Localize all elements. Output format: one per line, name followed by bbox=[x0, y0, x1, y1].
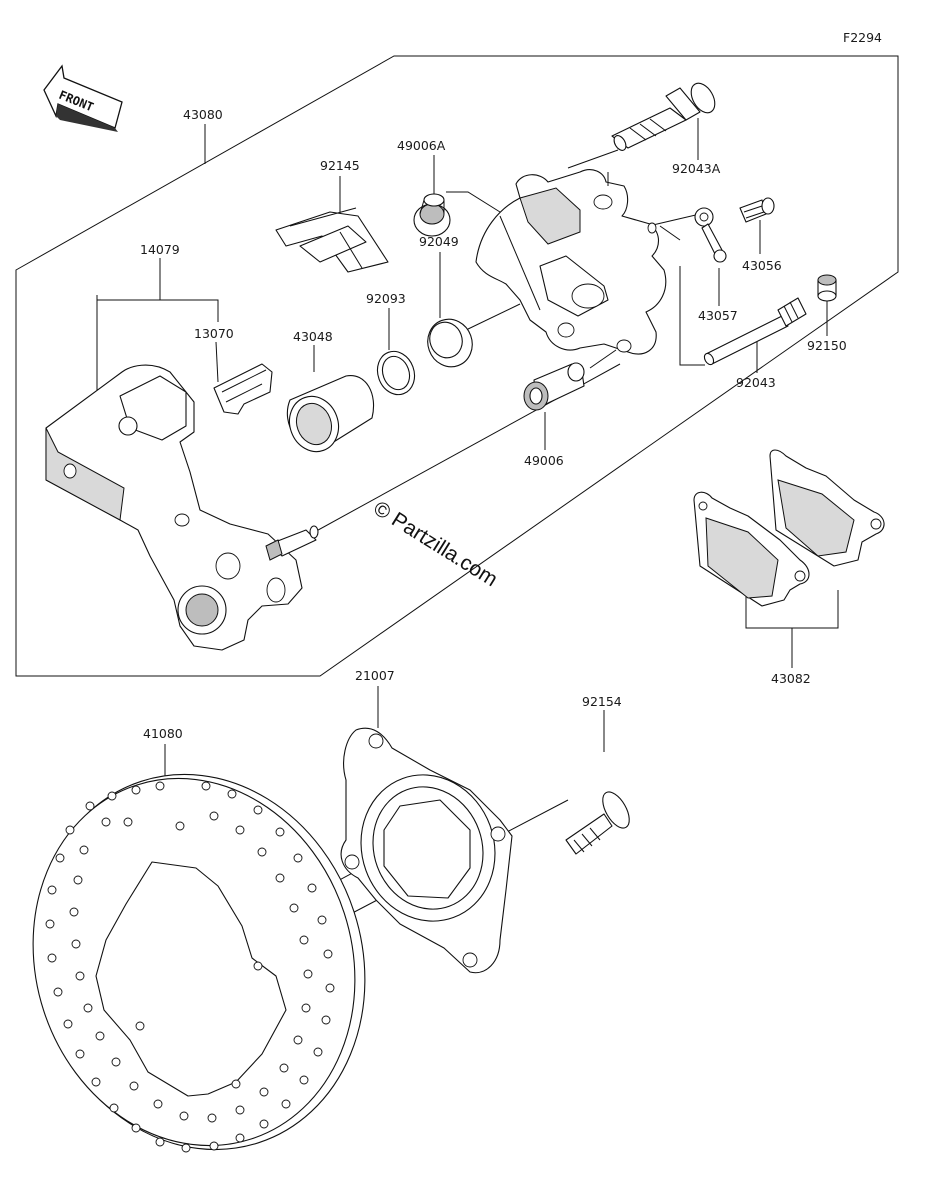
piston-43048 bbox=[286, 375, 374, 453]
part-labels: 43080 92145 49006A 92043A 14079 92049 43… bbox=[140, 107, 847, 741]
part-label-92049: 92049 bbox=[419, 234, 459, 249]
caliper-assembly-outline bbox=[15, 55, 899, 677]
part-label-41080: 41080 bbox=[143, 726, 183, 741]
part-label-92150: 92150 bbox=[807, 338, 847, 353]
caliper-bracket-14079 bbox=[45, 364, 319, 651]
figure-code: F2294 bbox=[843, 30, 882, 45]
part-label-43057: 43057 bbox=[698, 308, 738, 323]
caliper-pin-92043 bbox=[703, 297, 807, 366]
part-label-49006a: 49006A bbox=[397, 138, 446, 153]
part-label-92043: 92043 bbox=[736, 375, 776, 390]
part-label-92093: 92093 bbox=[366, 291, 406, 306]
front-arrow-icon: FRONT bbox=[43, 64, 123, 132]
part-label-92154: 92154 bbox=[582, 694, 622, 709]
disc-holes bbox=[45, 781, 335, 1153]
part-label-21007: 21007 bbox=[355, 668, 395, 683]
disc-bolt-92154 bbox=[565, 791, 630, 855]
brake-pads-43082 bbox=[693, 449, 885, 607]
sensor-rotor-21007 bbox=[340, 727, 513, 974]
pin-boot-49006 bbox=[523, 362, 585, 411]
part-label-14079: 14079 bbox=[140, 242, 180, 257]
part-label-43056: 43056 bbox=[742, 258, 782, 273]
part-label-92145: 92145 bbox=[320, 158, 360, 173]
part-label-13070: 13070 bbox=[194, 326, 234, 341]
watermark: © Partzilla.com bbox=[369, 497, 501, 591]
part-label-43080: 43080 bbox=[183, 107, 223, 122]
caliper-pin-92043a bbox=[611, 82, 716, 151]
pin-boot-49006a bbox=[413, 193, 451, 237]
pad-spring-92145 bbox=[275, 207, 389, 273]
part-label-43082: 43082 bbox=[771, 671, 811, 686]
pad-clip-13070 bbox=[213, 363, 273, 415]
plug-92150 bbox=[817, 274, 837, 302]
brake-disc-41080 bbox=[32, 773, 366, 1153]
bleed-valve-43056 bbox=[739, 197, 775, 223]
caliper-body bbox=[475, 169, 667, 355]
part-label-49006: 49006 bbox=[524, 453, 564, 468]
part-label-43048: 43048 bbox=[293, 329, 333, 344]
piston-seal-92049 bbox=[427, 318, 473, 368]
bleed-cap-43057 bbox=[694, 207, 727, 263]
dust-seal-92093 bbox=[376, 350, 416, 396]
part-label-92043a: 92043A bbox=[672, 161, 721, 176]
